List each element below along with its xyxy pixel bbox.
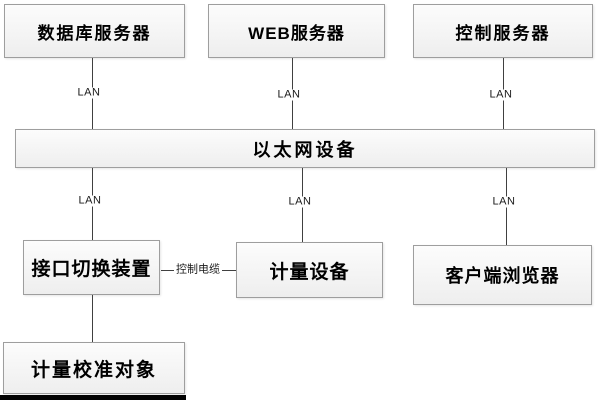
node-metering-device: 计量设备 xyxy=(236,242,383,298)
node-interface-switch-label: 接口切换装置 xyxy=(31,259,152,280)
node-client-browser-label: 客户端浏览器 xyxy=(445,266,560,286)
node-calibration-object-label: 计量校准对象 xyxy=(30,359,157,381)
node-web-server-label: WEB服务器 xyxy=(248,23,345,43)
node-control-server: 控制服务器 xyxy=(413,4,593,58)
node-database-server: 数据库服务器 xyxy=(4,4,185,58)
node-ethernet-device-label: 以太网设备 xyxy=(252,139,358,160)
node-interface-switch: 接口切换装置 xyxy=(23,240,160,295)
node-client-browser: 客户端浏览器 xyxy=(413,245,592,305)
control-cable-label: 控制电缆 xyxy=(174,263,222,276)
lan-label: LAN xyxy=(74,87,104,99)
lan-label: LAN xyxy=(285,196,315,208)
node-control-server-label: 控制服务器 xyxy=(455,23,551,43)
lan-label: LAN xyxy=(486,89,516,101)
node-calibration-object: 计量校准对象 xyxy=(3,342,185,394)
node-database-server-label: 数据库服务器 xyxy=(37,23,152,43)
node-metering-device-label: 计量设备 xyxy=(269,261,350,283)
bottom-crop-bar xyxy=(0,395,186,400)
edge-interface-switch-to-calibration-object xyxy=(92,295,93,342)
node-web-server: WEB服务器 xyxy=(208,4,385,58)
node-ethernet-device: 以太网设备 xyxy=(15,129,595,168)
lan-label: LAN xyxy=(75,195,105,207)
lan-label: LAN xyxy=(489,196,519,208)
lan-label: LAN xyxy=(274,89,304,101)
